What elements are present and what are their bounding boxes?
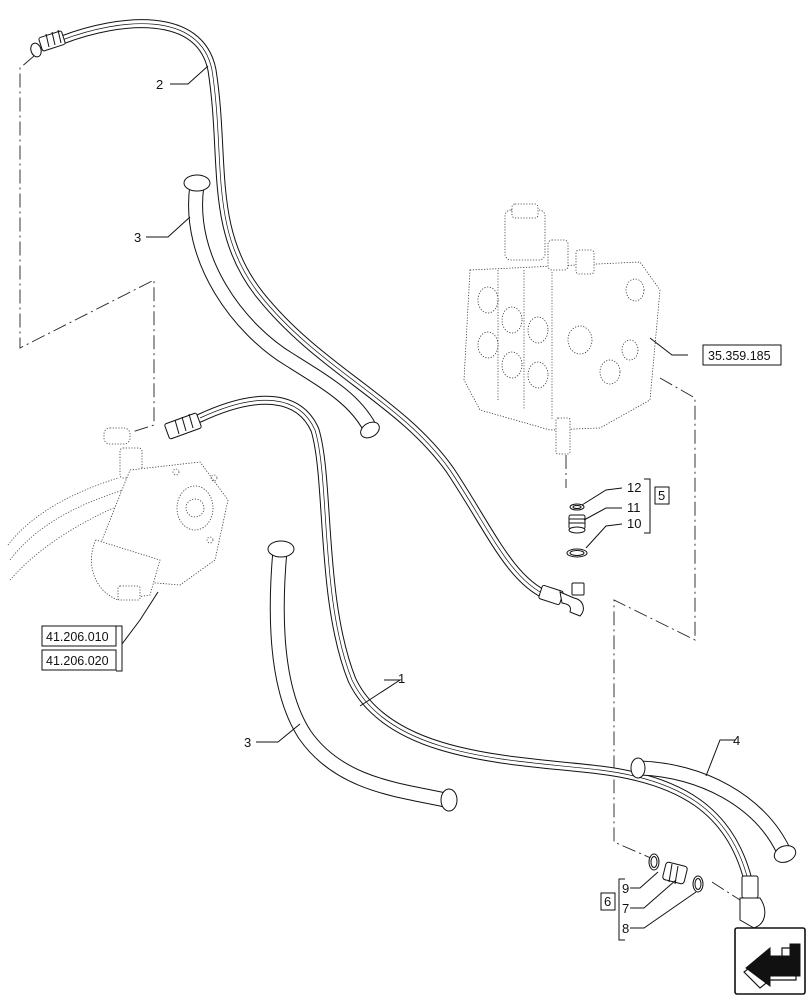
valve-section-ports (477, 278, 645, 389)
reference-control-valve-text: 35.359.185 (708, 349, 771, 363)
reference-steering-unit-2[interactable]: 41.206.020 (41, 649, 117, 671)
next-page-arrow-icon[interactable] (734, 927, 806, 995)
callout-item-12: 12 (627, 480, 641, 495)
kit-6-group: 6 (600, 878, 625, 941)
hose-2-left-fitting (30, 29, 66, 58)
hose-assembly-2 (30, 19, 585, 617)
callout-item-11: 11 (627, 500, 641, 515)
hose-1-elbow-fitting (739, 875, 766, 929)
kit-5-group: 5 (644, 478, 670, 534)
callout-tube-4: 4 (733, 733, 740, 748)
reference-steering-unit-2-text: 41.206.020 (46, 654, 109, 668)
callout-labels: 2 3 1 3 4 12 11 10 9 7 8 (134, 77, 740, 936)
fitting-kit-5-parts (566, 503, 588, 558)
steering-unit-phantom (7, 427, 229, 601)
callout-kit-5: 5 (658, 488, 665, 503)
callout-hose-1: 1 (398, 671, 405, 686)
hose-1-left-fitting (164, 412, 202, 440)
hose-2-elbow-fitting (538, 582, 585, 617)
callout-item-9: 9 (622, 881, 629, 896)
alignment-lines (19, 55, 741, 901)
kit-6-box[interactable] (600, 892, 616, 911)
leader-lines (121, 65, 735, 929)
protective-tube-4 (630, 757, 797, 863)
callout-tube-3-upper: 3 (134, 230, 141, 245)
reference-steering-units: 41.206.010 41.206.020 (41, 625, 123, 672)
callout-kit-6: 6 (604, 894, 611, 909)
reference-control-valve[interactable]: 35.359.185 (702, 344, 782, 366)
callout-hose-2: 2 (156, 77, 163, 92)
callout-item-8: 8 (622, 921, 629, 936)
kit-5-box[interactable] (654, 486, 670, 505)
callout-item-10: 10 (627, 516, 641, 531)
callout-item-7: 7 (622, 901, 629, 916)
hose-assembly-1 (164, 395, 766, 929)
protective-tube-3-upper (183, 174, 380, 439)
control-valve-phantom (463, 203, 661, 455)
protective-tube-3-lower (267, 540, 458, 812)
callout-tube-3-lower: 3 (244, 735, 251, 750)
fitting-kit-6-parts (648, 853, 704, 893)
reference-steering-unit-1-text: 41.206.010 (46, 630, 109, 644)
reference-steering-unit-1[interactable]: 41.206.010 (41, 625, 117, 647)
